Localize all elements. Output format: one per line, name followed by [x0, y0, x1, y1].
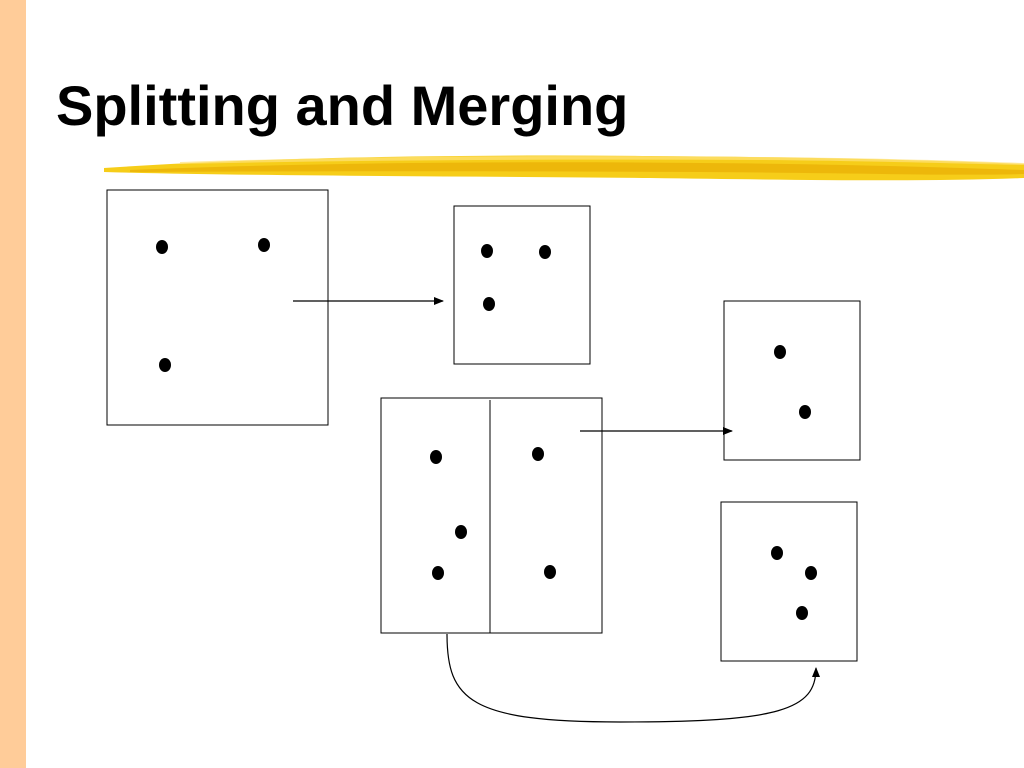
title-underline-brushstroke	[104, 155, 1024, 181]
point-dot	[455, 525, 467, 539]
point-dot	[156, 240, 168, 254]
point-dot	[774, 345, 786, 359]
slide-title: Splitting and Merging	[56, 74, 629, 137]
point-dot	[532, 447, 544, 461]
point-dot	[430, 450, 442, 464]
point-dot	[432, 566, 444, 580]
point-dot	[544, 565, 556, 579]
point-dot	[539, 245, 551, 259]
point-dot	[771, 546, 783, 560]
point-dot	[481, 244, 493, 258]
point-dot	[258, 238, 270, 252]
merged-region-box	[453, 205, 591, 365]
right-top-region-box	[723, 300, 861, 461]
point-dot	[796, 606, 808, 620]
arrow-split-to-right-bottom	[446, 633, 820, 723]
point-dot	[799, 405, 811, 419]
point-dot	[483, 297, 495, 311]
source-region-box	[106, 189, 329, 426]
split-region-box	[380, 397, 603, 634]
accent-bar	[0, 0, 26, 768]
point-dot	[805, 566, 817, 580]
right-bottom-region-box	[720, 501, 858, 662]
point-dot	[159, 358, 171, 372]
